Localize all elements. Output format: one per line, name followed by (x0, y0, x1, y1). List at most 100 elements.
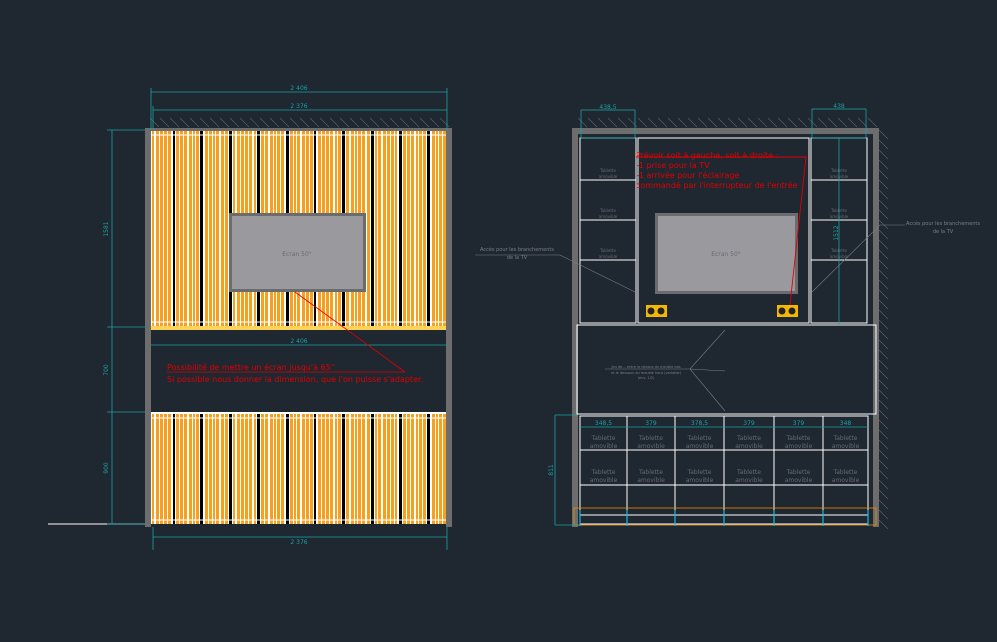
slat (387, 414, 390, 524)
slat (245, 414, 248, 524)
shelf-label: amovible (686, 477, 714, 484)
slat (209, 131, 212, 326)
slat (318, 414, 321, 524)
slat (439, 414, 442, 524)
shelf-label: Tablette (833, 469, 858, 476)
slat (338, 414, 341, 524)
slat (156, 414, 159, 524)
slat (176, 414, 179, 524)
slat (209, 414, 212, 524)
shelf-edge (151, 326, 447, 330)
slat (411, 131, 414, 326)
slat (241, 414, 244, 524)
power-outlet-right (777, 305, 798, 317)
cabinet-panel (576, 324, 877, 415)
slat (281, 414, 284, 524)
slat (213, 414, 215, 524)
slat (346, 414, 349, 524)
slat (330, 414, 333, 524)
slat (355, 414, 357, 524)
slat (427, 131, 430, 326)
dimension-middle-height: 700 (103, 364, 110, 376)
dimension-overall-width: 2 406 (290, 85, 307, 92)
right-elevation: Ecran 50° Prévoir soit à gauche, soit à … (475, 103, 980, 530)
slat (173, 131, 175, 326)
slat (221, 414, 224, 524)
slat (294, 414, 296, 524)
shelf-label: amovible (637, 477, 665, 484)
slat (233, 414, 235, 524)
slat (176, 131, 179, 326)
shelf-label: amovible (785, 443, 813, 450)
left-wall (572, 128, 578, 527)
shelf-label: Tablette (786, 435, 811, 442)
slat (436, 414, 438, 524)
shelf-label: amovible (599, 254, 618, 259)
slat (160, 414, 163, 524)
wood-slats-bottom (151, 414, 447, 524)
cabinet-panel (637, 137, 810, 324)
slat (383, 131, 386, 326)
slat (173, 414, 175, 524)
slat (322, 414, 325, 524)
slat (391, 131, 394, 326)
slat (423, 131, 426, 326)
shelf-label: Tablette (687, 469, 712, 476)
access-note-right-line-1: Accès pour les branchements (906, 220, 980, 227)
slat (200, 131, 203, 326)
tv-label: Ecran 50° (711, 251, 741, 258)
slat (351, 414, 354, 524)
shelf-label: Tablette (638, 469, 663, 476)
slat (297, 414, 300, 524)
shelf-label: amovible (832, 477, 860, 484)
slat (443, 131, 446, 326)
slat (193, 131, 195, 326)
slat (164, 131, 167, 326)
access-note-left-line-1: Accès pour les branchements (480, 246, 554, 253)
slat (290, 414, 293, 524)
slat (216, 414, 219, 524)
shelf-label: amovible (832, 443, 860, 450)
slat (196, 414, 199, 524)
slat (257, 414, 260, 524)
dimension-bottom-column-5: 379 (793, 420, 805, 427)
shelf-label: Tablette (736, 435, 761, 442)
shelf-label: amovible (686, 443, 714, 450)
note-line-1: Possibilité de mettre un écran jusqu'à 6… (167, 362, 335, 372)
shelf-label: Tablette (786, 469, 811, 476)
right-post (446, 128, 452, 527)
slat (306, 414, 309, 524)
shelf-label: Tablette (687, 435, 712, 442)
shelf-label: Tablette (638, 435, 663, 442)
dimension-bottom-column-6: 348 (840, 420, 852, 427)
slat (261, 414, 264, 524)
slat (254, 414, 256, 524)
slat (358, 414, 361, 524)
slat (184, 131, 187, 326)
slat (196, 131, 199, 326)
slat (362, 414, 365, 524)
slat (286, 414, 289, 524)
shelf-label: amovible (637, 443, 665, 450)
slat (367, 131, 370, 326)
slat (335, 414, 337, 524)
dimension-top-height: 1581 (103, 221, 110, 236)
slat (189, 131, 192, 326)
slat (189, 414, 192, 524)
slat (193, 414, 195, 524)
slat (399, 414, 402, 524)
slat (427, 414, 430, 524)
left-elevation: Ecran 50° 2 406 2 376 2 406 2 376 1581 7… (48, 85, 452, 550)
slat (249, 414, 252, 524)
slat (160, 131, 163, 326)
slat (168, 414, 171, 524)
slat (383, 414, 386, 524)
slat (168, 131, 171, 326)
shelf-label: amovible (735, 477, 763, 484)
slat (419, 414, 422, 524)
slat (443, 414, 446, 524)
dimension-left-column-width: 438,5 (599, 104, 616, 111)
note-line-2: Si possible nous donner la dimension, qu… (167, 375, 423, 384)
